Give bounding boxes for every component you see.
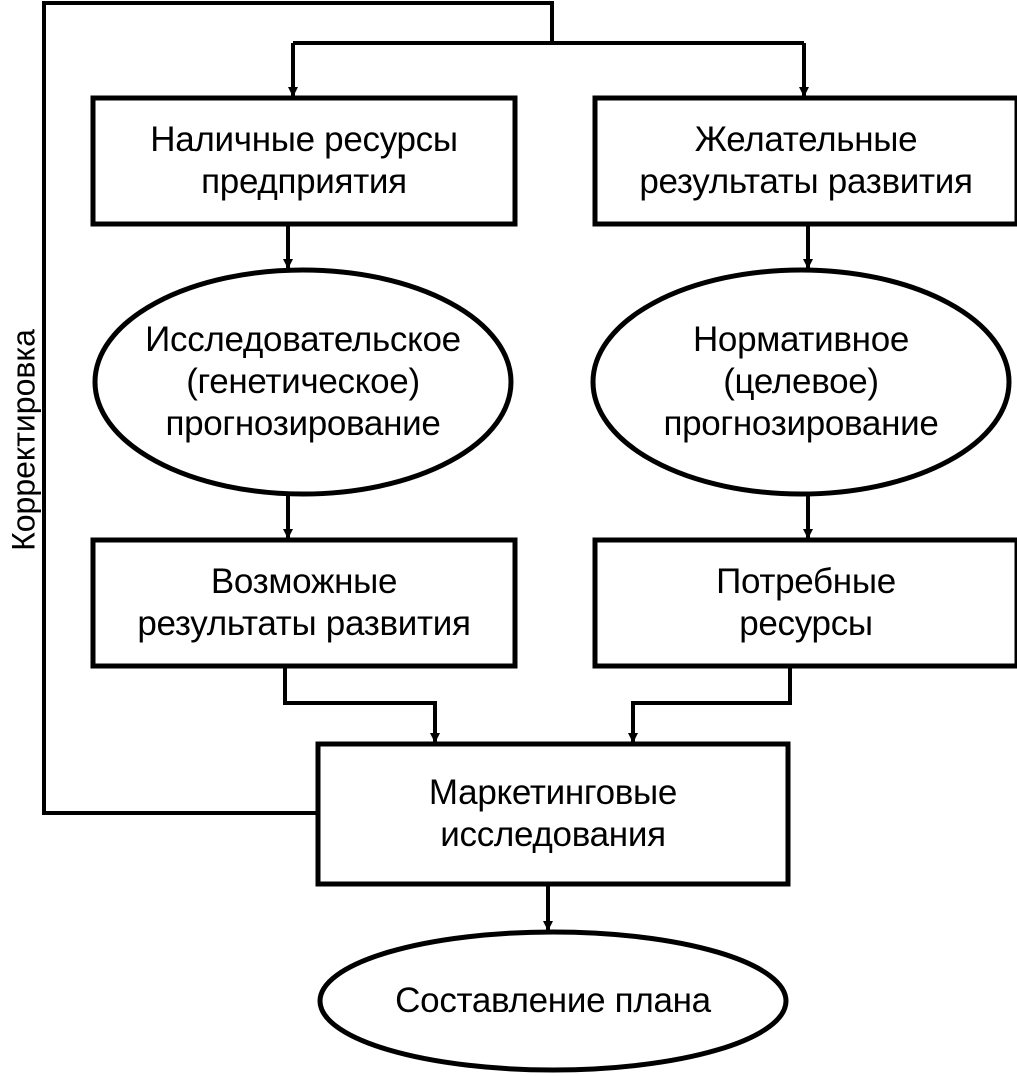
node-box-possible-results [90,537,518,669]
node-label-line: Потребные [716,562,896,601]
node-label-line: результаты развития [137,604,471,643]
node-desired-results: Желательные результаты развития [595,98,1017,224]
node-label-line: ресурсы [739,604,873,643]
node-marketing-research: Маркетинговые исследования [318,744,788,884]
node-box-resources-available [90,95,518,227]
arrow-possible-to-marketing [283,666,440,743]
node-label-line: Нормативное [692,320,910,359]
node-required-resources: Потребные ресурсы [595,540,1017,666]
feedback-label: Корректировка [5,329,42,551]
node-label-line: прогнозирование [165,404,441,443]
node-label-line: предприятия [201,162,407,201]
node-label-line: исследования [440,815,666,854]
arrow-required-to-marketing [628,666,792,743]
node-exploratory-forecasting: Исследовательское (генетическое) прогноз… [95,270,511,494]
node-normative-forecasting: Нормативное (целевое) прогнозирование [593,270,1009,494]
node-ellipse-plan-making [317,929,789,1073]
node-label-line: Желательные [694,120,918,159]
node-resources-available: Наличные ресурсы предприятия [93,98,515,224]
node-label-line: Составление плана [395,981,711,1020]
node-label-line: (целевое) [723,362,879,401]
node-label-line: Наличные ресурсы [150,120,458,159]
node-plan-making: Составление плана [320,932,786,1070]
node-ellipse-normative-forecasting [590,267,1012,497]
feedback-loop-line [42,1,554,815]
node-label-line: результаты развития [639,162,973,201]
node-label-line: Маркетинговые [428,773,678,812]
node-box-required-resources [592,537,1017,669]
node-possible-results: Возможные результаты развития [93,540,515,666]
node-label-line: (генетическое) [186,362,420,401]
node-label-line: прогнозирование [663,404,939,443]
node-label-line: Возможные [210,562,398,601]
node-ellipse-exploratory-forecasting [92,267,514,497]
node-label-line: Исследовательское [145,320,461,359]
